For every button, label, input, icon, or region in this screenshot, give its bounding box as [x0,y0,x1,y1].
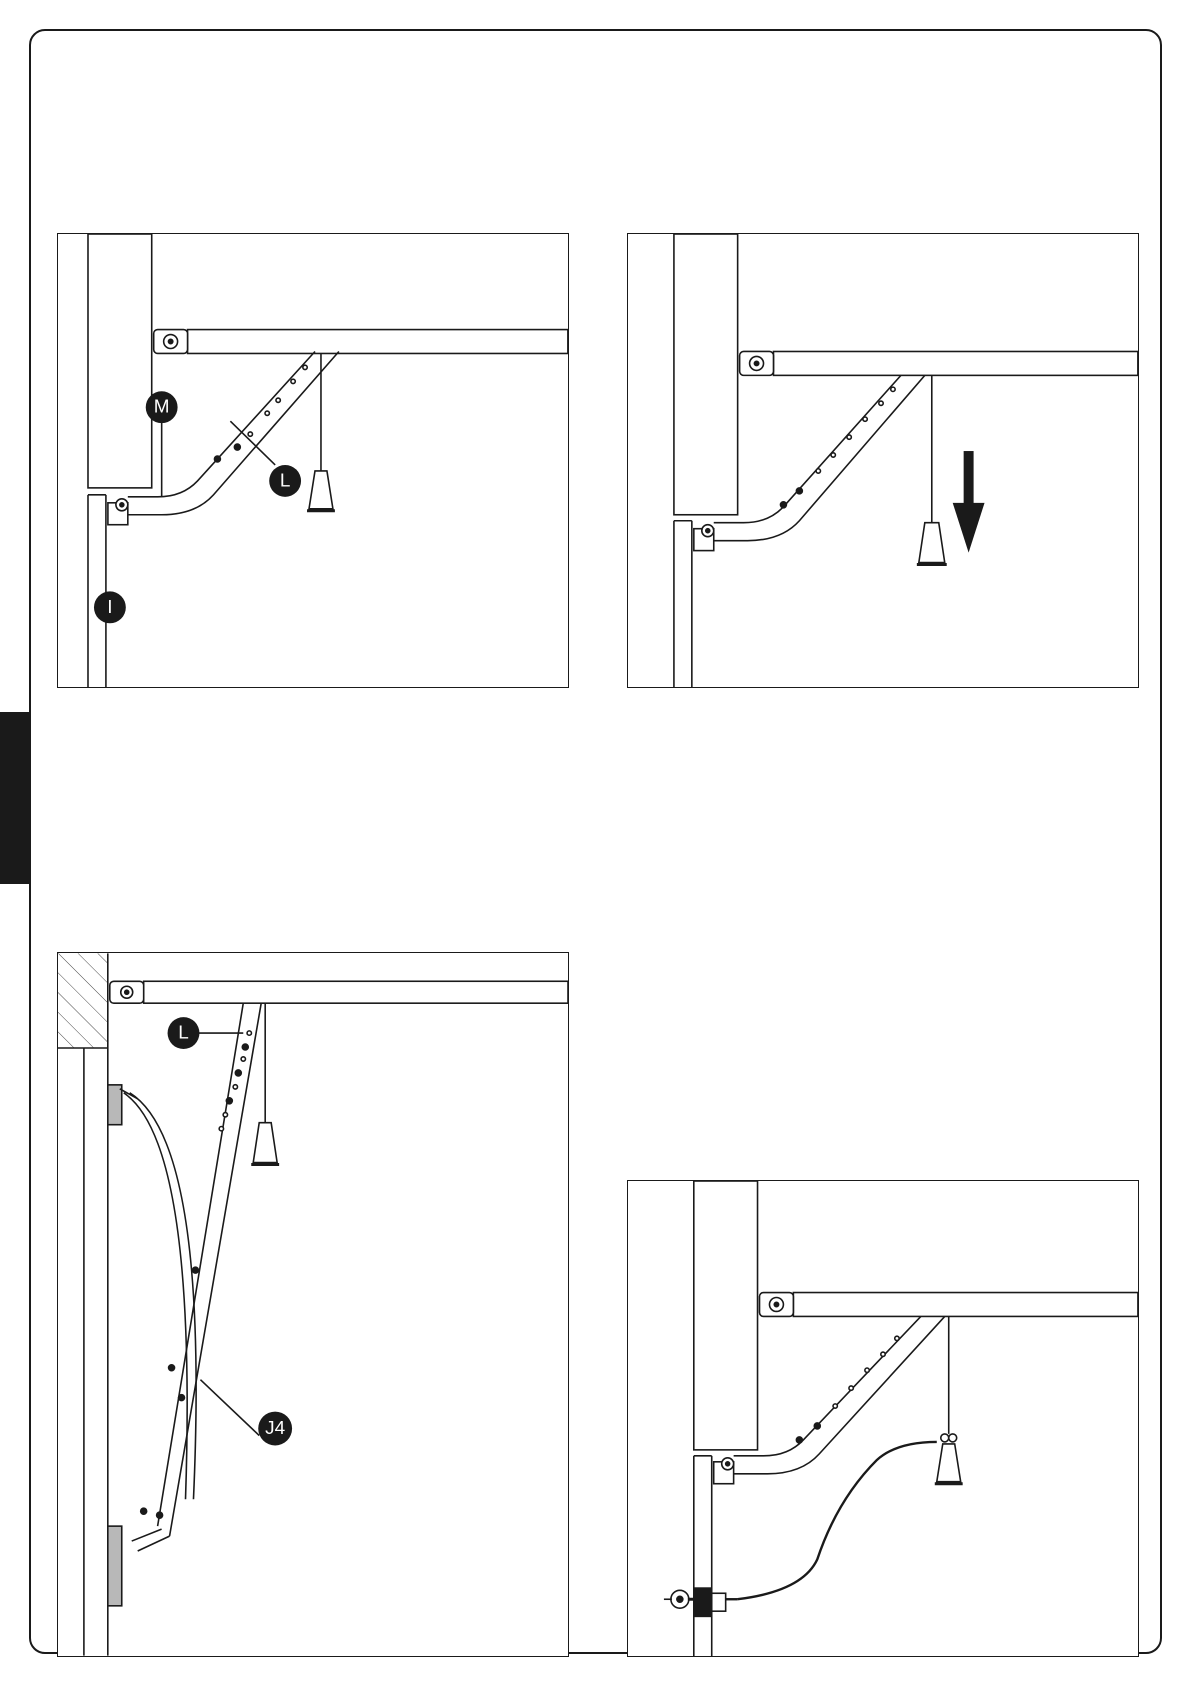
pull-weight-icon [937,1444,961,1482]
figure-panel-4 [627,1180,1139,1657]
figure-1-drawing: M L I [58,234,568,687]
door-bracket-bottom [108,1526,122,1606]
door-bracket-top [108,1085,122,1125]
arm-holes [780,387,895,508]
label-l: L [178,1023,189,1044]
label-j4: J4 [265,1418,285,1439]
label-m: M [154,397,170,418]
figure-2-drawing [628,234,1138,687]
pull-weight-icon [919,523,945,563]
label-j4-badge: J4 [258,1412,292,1446]
arm-holes [796,1336,899,1443]
rail [188,330,568,354]
release-key-icon [664,1587,726,1617]
rail [144,981,568,1003]
label-m-badge: M [146,391,178,423]
lintel [694,1181,758,1450]
rail [793,1293,1138,1317]
pull-weight-icon [253,1123,277,1163]
side-tab [0,712,29,884]
label-i: I [107,597,112,618]
figure-4-drawing [628,1181,1138,1656]
label-l: L [280,470,291,491]
label-l-badge: L [269,465,301,497]
wall-hatch [58,953,108,1048]
label-l-badge: L [168,1017,200,1049]
lintel [674,234,738,515]
figure-panel-2 [627,233,1139,688]
lintel [88,234,152,488]
label-i-badge: I [94,591,126,623]
straight-arm [158,1003,244,1526]
release-cable [738,1442,937,1599]
figure-panel-1: M L I [57,233,569,688]
figure-panel-3: L J4 [57,952,569,1657]
figure-3-drawing: L J4 [58,953,568,1656]
curved-arm [124,1093,187,1499]
curved-arm [734,1316,921,1455]
curved-arm [714,375,901,522]
pull-weight-icon [309,471,333,509]
rail [773,351,1137,375]
down-arrow-icon [953,451,985,553]
